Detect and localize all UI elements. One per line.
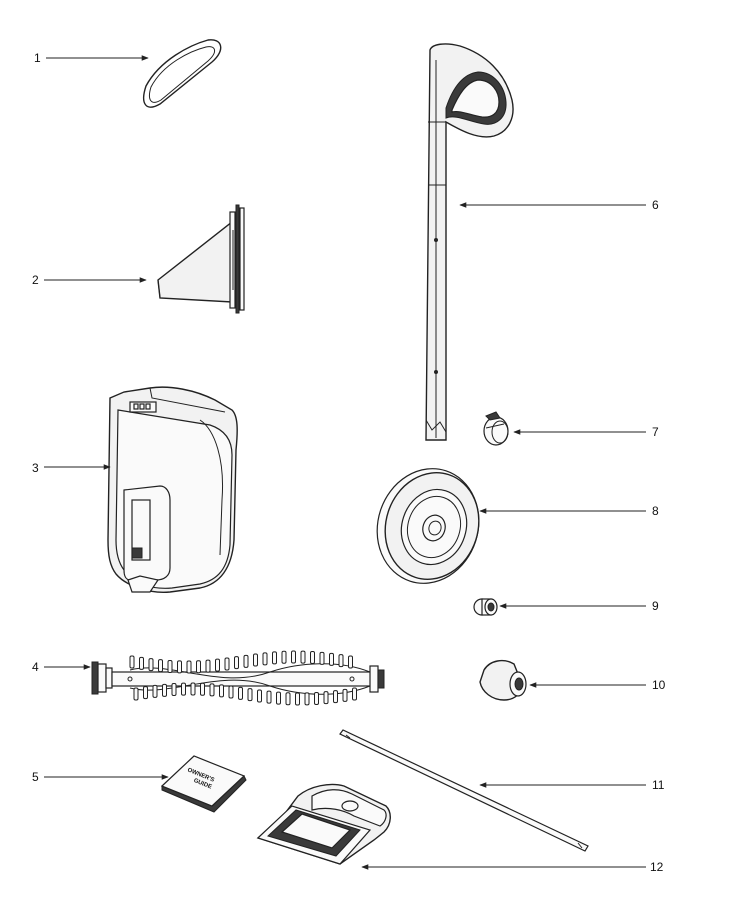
bristle-tuft bbox=[295, 692, 300, 706]
bristle-tuft bbox=[276, 691, 281, 705]
bristle-tuft bbox=[158, 659, 163, 673]
bristle-tuft bbox=[152, 684, 158, 698]
bristle-tuft bbox=[247, 688, 253, 702]
callout-12: 12 bbox=[361, 860, 664, 874]
bristle-tuft bbox=[291, 650, 296, 664]
filter-tray-part bbox=[256, 783, 391, 865]
bristle-tuft bbox=[234, 656, 239, 670]
bristle-tuft bbox=[167, 659, 173, 673]
callout-3: 3 bbox=[32, 461, 111, 475]
bristle-tuft bbox=[323, 691, 329, 705]
bristle-tuft bbox=[228, 685, 234, 699]
nozzle-tool-part bbox=[157, 204, 245, 314]
callout-5: 5 bbox=[32, 770, 169, 784]
bristle-tuft bbox=[190, 682, 196, 696]
wheel-part bbox=[376, 468, 480, 584]
bristle-tuft bbox=[148, 658, 154, 672]
bristle-tuft bbox=[139, 656, 144, 670]
bristle-tuft bbox=[272, 651, 277, 665]
bristle-tuft bbox=[348, 655, 353, 669]
callout-label: 6 bbox=[652, 198, 659, 212]
callout-label: 4 bbox=[32, 660, 39, 674]
callout-label: 3 bbox=[32, 461, 39, 475]
bristle-tuft bbox=[196, 660, 201, 674]
bristle-tuft bbox=[342, 688, 348, 702]
callout-8: 8 bbox=[479, 504, 659, 518]
bristle-tuft bbox=[186, 660, 192, 674]
callout-label: 1 bbox=[34, 51, 41, 65]
rod-part bbox=[339, 729, 589, 852]
callout-label: 12 bbox=[650, 860, 664, 874]
bristle-tuft bbox=[181, 682, 186, 696]
bristle-tuft bbox=[243, 654, 249, 668]
bristle-tuft bbox=[219, 684, 224, 698]
bristle-tuft bbox=[281, 650, 287, 664]
bristle-tuft bbox=[257, 689, 262, 703]
callout-1: 1 bbox=[34, 51, 149, 65]
end-cap-part bbox=[479, 659, 527, 701]
dirt-cup-part bbox=[107, 386, 238, 593]
bristle-tuft bbox=[304, 692, 310, 706]
callout-7: 7 bbox=[513, 425, 659, 439]
bristle-tuft bbox=[253, 653, 258, 667]
bristle-tuft bbox=[319, 651, 325, 665]
callout-10: 10 bbox=[529, 678, 666, 692]
callout-4: 4 bbox=[32, 660, 91, 674]
brushroll-part bbox=[91, 650, 385, 706]
callout-2: 2 bbox=[32, 273, 147, 287]
bristle-tuft bbox=[266, 690, 272, 704]
callout-6: 6 bbox=[459, 198, 659, 212]
callout-label: 8 bbox=[652, 504, 659, 518]
bristle-tuft bbox=[224, 657, 230, 671]
bristle-tuft bbox=[171, 683, 177, 697]
bristle-tuft bbox=[300, 650, 306, 664]
bristle-tuft bbox=[215, 658, 220, 672]
bristle-tuft bbox=[310, 651, 315, 665]
clip-part bbox=[483, 411, 509, 446]
bristle-tuft bbox=[338, 654, 344, 668]
bristle-tuft bbox=[205, 659, 211, 673]
callout-label: 5 bbox=[32, 770, 39, 784]
bristle-tuft bbox=[238, 686, 243, 700]
bristle-tuft bbox=[129, 655, 135, 669]
owners-guide-part: OWNER'S GUIDE bbox=[160, 755, 247, 813]
callout-label: 10 bbox=[652, 678, 666, 692]
callout-11: 11 bbox=[479, 778, 665, 792]
bristle-tuft bbox=[177, 660, 182, 674]
bushing-part bbox=[473, 598, 498, 616]
belt-part bbox=[142, 39, 222, 108]
bristle-tuft bbox=[285, 692, 291, 706]
callout-9: 9 bbox=[499, 599, 659, 613]
callout-label: 11 bbox=[652, 778, 665, 792]
bristle-tuft bbox=[352, 687, 357, 701]
bristle-tuft bbox=[143, 686, 148, 700]
bristle-tuft bbox=[162, 683, 167, 697]
bristle-tuft bbox=[133, 687, 139, 701]
bristle-tuft bbox=[333, 690, 338, 704]
callout-label: 9 bbox=[652, 599, 659, 613]
bristle-tuft bbox=[200, 682, 205, 696]
callout-label: 2 bbox=[32, 273, 39, 287]
bristle-tuft bbox=[209, 683, 215, 697]
bristle-tuft bbox=[329, 652, 334, 666]
handle-part bbox=[425, 43, 514, 441]
bristle-tuft bbox=[314, 691, 319, 705]
bristle-tuft bbox=[262, 652, 268, 666]
callout-label: 7 bbox=[652, 425, 659, 439]
